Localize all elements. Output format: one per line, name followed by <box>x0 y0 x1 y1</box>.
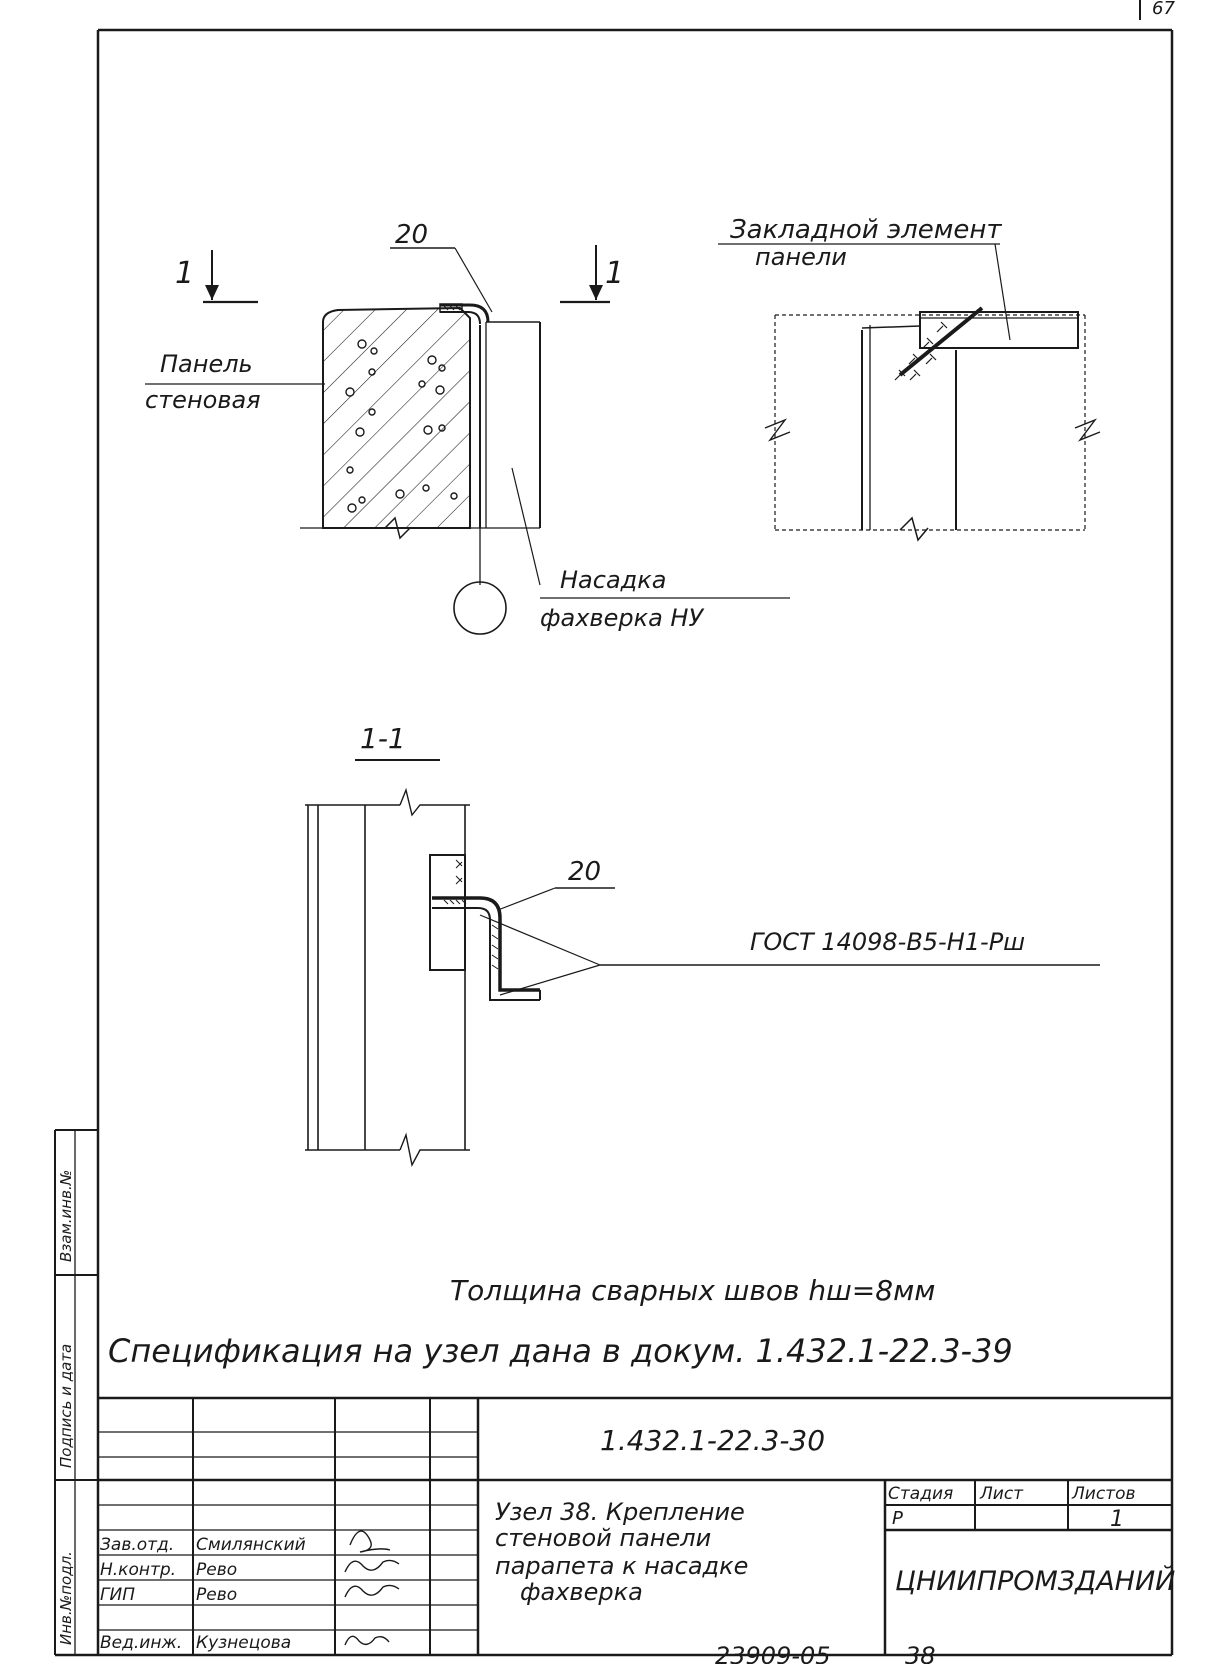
sheet-frame <box>55 28 1174 1657</box>
specification-note: Спецификация на узел дана в докум. 1.432… <box>108 1332 1013 1370</box>
concrete-aggregate <box>345 339 458 513</box>
title-line-4: фахверка <box>520 1578 643 1606</box>
section-mark-right: 1 <box>605 256 624 291</box>
name-1: Смилянский <box>196 1535 306 1555</box>
signature-roles: Зав.отд. Смилянский Н.контр. Рево ГИП Ре… <box>100 1535 306 1653</box>
corner-mark-text: 67 <box>1152 0 1175 19</box>
side-stamp-replacement: Взам.инв.№ <box>57 1170 75 1262</box>
stage-header: Стадия <box>888 1484 953 1504</box>
section-title: 1-1 <box>360 722 406 755</box>
detail-top-right: Закладной элемент панели <box>718 215 1101 542</box>
organization: ЦНИИПРОМЗДАНИЙ <box>895 1565 1175 1597</box>
document-code: 1.432.1-22.3-30 <box>600 1424 825 1457</box>
signature-scribbles <box>344 1530 400 1646</box>
title-block: Зав.отд. Смилянский Н.контр. Рево ГИП Ре… <box>98 1396 1175 1655</box>
role-4: Вед.инж. <box>100 1633 182 1653</box>
item-number-top: 20 <box>395 220 428 250</box>
name-3: Рево <box>196 1585 237 1605</box>
panel-label-2: стеновая <box>145 386 261 414</box>
corner-mark: 67 <box>1139 0 1175 20</box>
weld-thickness-note: Толщина сварных швов hш=8мм <box>450 1274 935 1307</box>
item-number-section: 20 <box>568 857 601 887</box>
weld-spec: ГОСТ 14098-В5-Н1-Рш <box>750 928 1025 956</box>
title-line-1: Узел 38. Крепление <box>495 1498 745 1526</box>
page-number: 38 <box>905 1642 936 1664</box>
role-1: Зав.отд. <box>100 1535 174 1555</box>
title-line-2: стеновой панели <box>495 1524 711 1552</box>
sheet-header: Лист <box>979 1484 1024 1504</box>
side-stamp-inventory: Инв.№подл. <box>57 1551 75 1645</box>
side-stamp-signature: Подпись и дата <box>57 1344 75 1468</box>
role-2: Н.контр. <box>100 1560 176 1580</box>
side-stamp: Инв.№подл. Подпись и дата Взам.инв.№ <box>54 1129 98 1655</box>
sheets-value: 1 <box>1110 1507 1124 1532</box>
nozzle-label-1: Насадка <box>560 566 666 594</box>
stage-value: Р <box>892 1508 903 1529</box>
nozzle-label-2: фахверка НУ <box>540 604 704 632</box>
name-2: Рево <box>196 1560 237 1580</box>
sheets-header: Листов <box>1071 1484 1136 1504</box>
name-4: Кузнецова <box>196 1633 291 1653</box>
archive-number: 23909-05 <box>715 1642 831 1664</box>
reference-circle <box>453 581 507 635</box>
title-line-3: парапета к насадке <box>495 1552 748 1580</box>
section-mark-left: 1 <box>175 256 194 291</box>
embed-label-1: Закладной элемент <box>730 215 1002 245</box>
embed-label-2: панели <box>755 243 847 271</box>
panel-label-1: Панель <box>160 350 253 378</box>
role-3: ГИП <box>100 1585 135 1605</box>
detail-section-1-1: 1-1 20 ГОСТ 14098-В5-Н1-Рш <box>305 722 1100 1168</box>
detail-top-left: 1 1 <box>145 220 790 635</box>
